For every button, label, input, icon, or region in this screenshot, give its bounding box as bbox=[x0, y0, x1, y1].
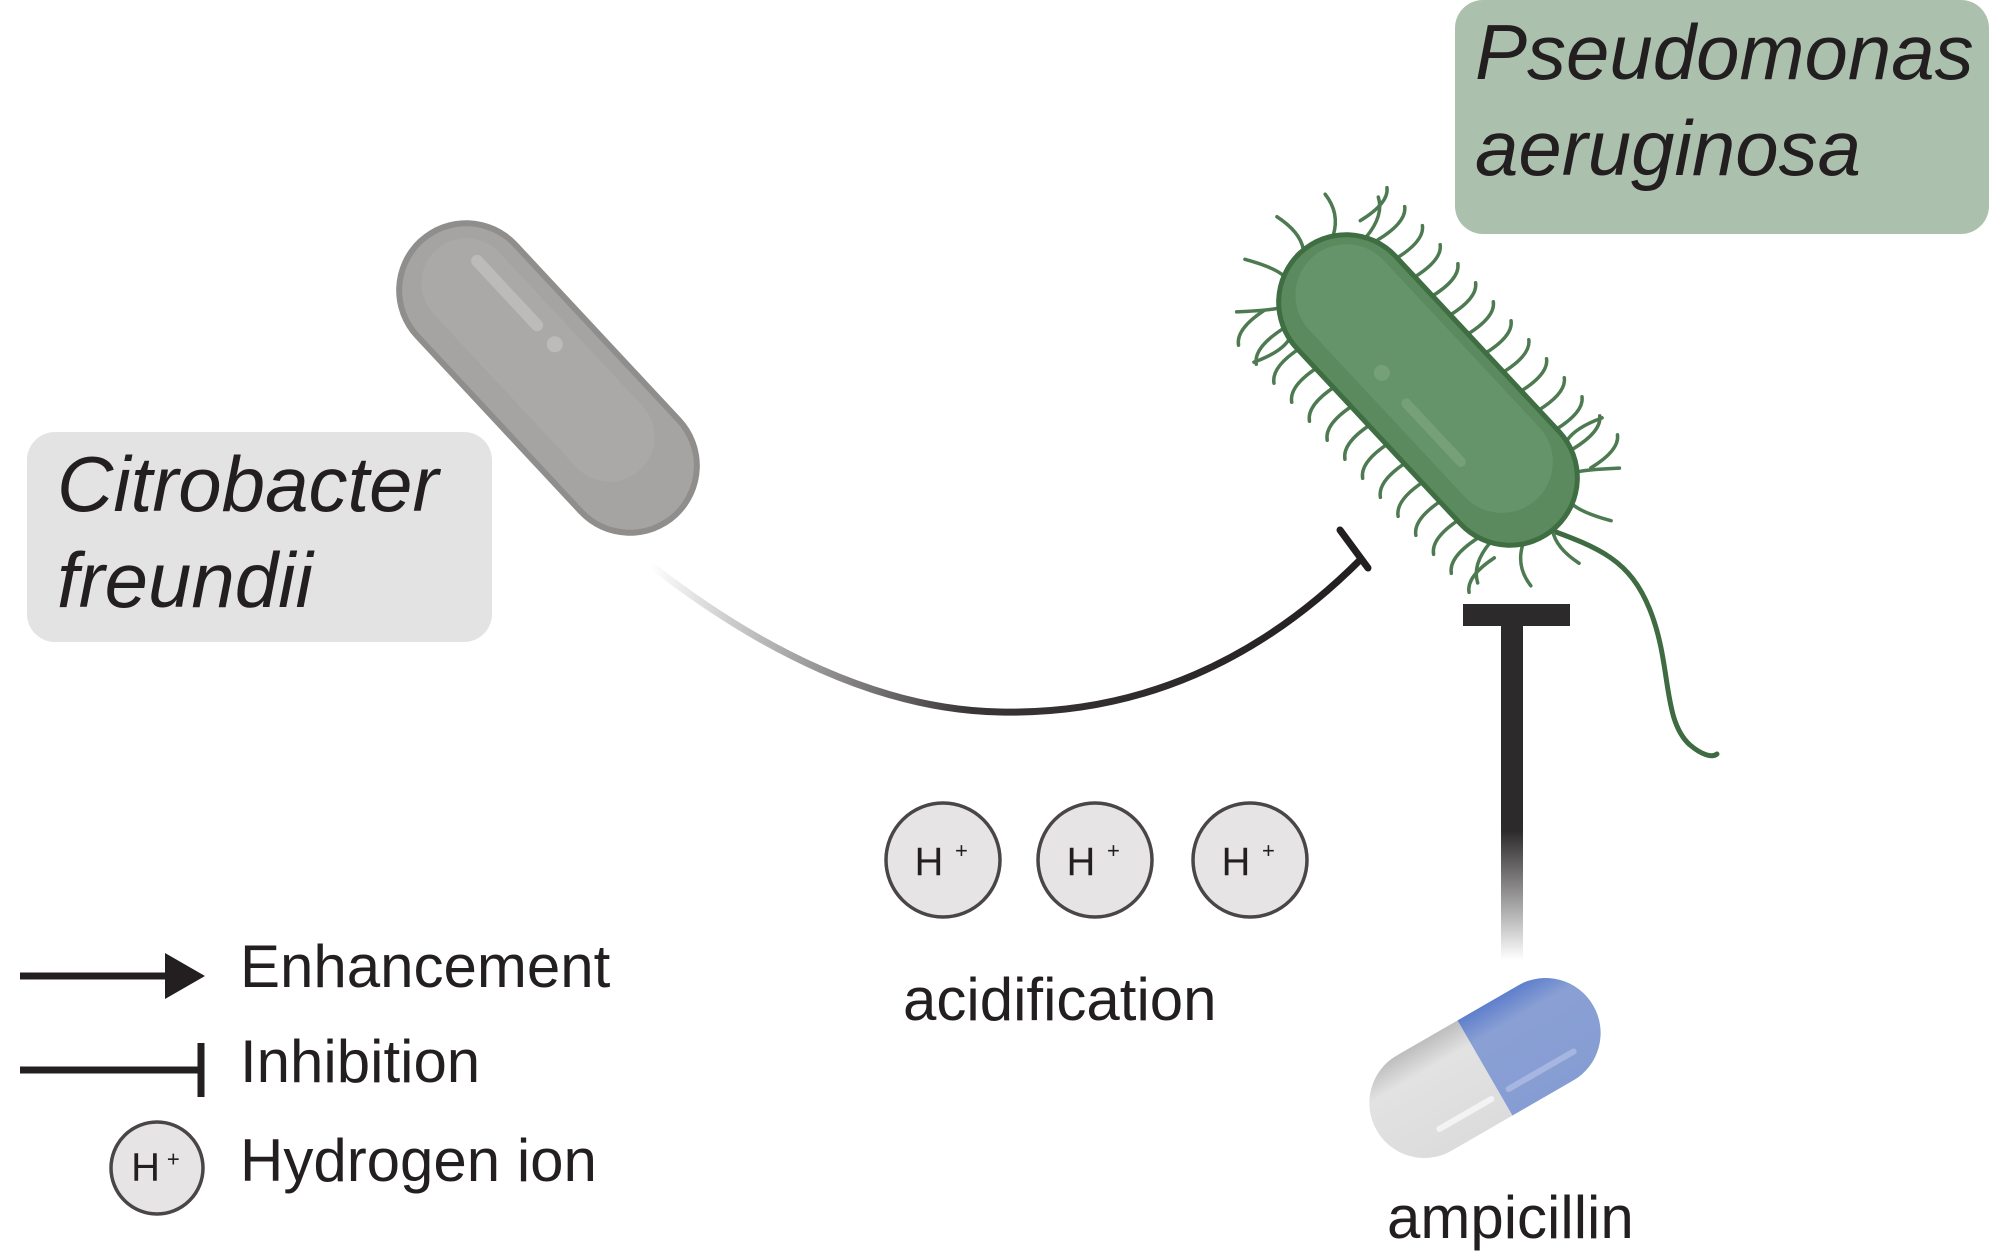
inhibition-arrow-citrobacter bbox=[648, 526, 1372, 716]
legend-enhancement-label: Enhancement bbox=[240, 933, 611, 1000]
legend-hydrogen-ion-icon: H+ bbox=[109, 1120, 205, 1216]
legend-inhibition-label: Inhibition bbox=[240, 1028, 481, 1095]
ampicillin-capsule-icon bbox=[1349, 957, 1621, 1179]
hydrogen-ion-symbol: H bbox=[1222, 840, 1251, 884]
hydrogen-ion-icon: H+ bbox=[1036, 801, 1154, 919]
inhibition-bar bbox=[1336, 526, 1372, 572]
inhibition-arrow-ampicillin bbox=[1463, 604, 1570, 960]
legend-hydrogen-ion-label: Hydrogen ion bbox=[240, 1127, 597, 1194]
hydrogen-ion-symbol: H bbox=[1067, 840, 1096, 884]
legend-inhibition-arrow-icon bbox=[20, 1043, 205, 1097]
pseudomonas-genus: Pseudomonas bbox=[1475, 8, 1974, 96]
pseudomonas-species: aeruginosa bbox=[1475, 104, 1861, 192]
acidification-label: acidification bbox=[903, 966, 1217, 1033]
hydrogen-ion-icon: H+ bbox=[109, 1120, 205, 1216]
citrobacter-genus: Citrobacter bbox=[57, 440, 439, 528]
hydrogen-ion-charge: + bbox=[955, 838, 968, 863]
hydrogen-ion-icon: H+ bbox=[884, 801, 1002, 919]
hydrogen-ion-symbol: H bbox=[131, 1145, 160, 1189]
inhibition-bar bbox=[1463, 604, 1570, 626]
hydrogen-ion-symbol: H bbox=[915, 840, 944, 884]
citrobacter-name: Citrobacter freundii bbox=[57, 436, 438, 628]
ampicillin-label: ampicillin bbox=[1387, 1184, 1634, 1251]
legend-enhancement-arrow-icon bbox=[20, 953, 205, 999]
acidification-ions: H+H+H+ bbox=[884, 801, 1309, 919]
pseudomonas-cell-icon bbox=[1234, 185, 1720, 759]
pseudomonas-label-box: Pseudomonas aeruginosa bbox=[1455, 0, 1989, 234]
citrobacter-species: freundii bbox=[57, 536, 313, 624]
hydrogen-ion-charge: + bbox=[1262, 838, 1275, 863]
hydrogen-ion-charge: + bbox=[1107, 838, 1120, 863]
citrobacter-label-box: Citrobacter freundii bbox=[27, 432, 492, 642]
hydrogen-ion-icon: H+ bbox=[1191, 801, 1309, 919]
citrobacter-cell-icon bbox=[396, 220, 700, 536]
pseudomonas-name: Pseudomonas aeruginosa bbox=[1475, 4, 1974, 196]
hydrogen-ion-charge: + bbox=[167, 1146, 180, 1171]
